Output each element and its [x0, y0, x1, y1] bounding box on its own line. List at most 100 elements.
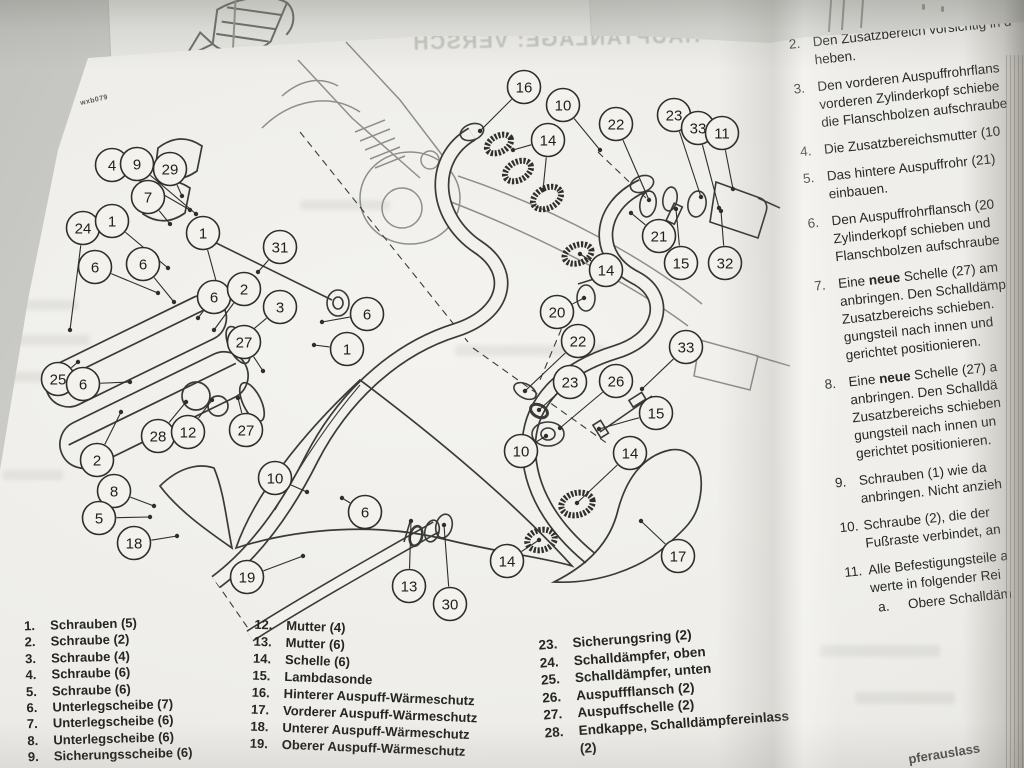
callout-leader-line — [257, 259, 269, 273]
callout-circle — [545, 87, 581, 123]
callout-circle — [391, 568, 427, 604]
legend-item-number: 14. — [252, 650, 272, 667]
legend-item-number: 6. — [26, 700, 38, 716]
callout-leader-line — [724, 150, 734, 190]
callout-leader-line — [675, 208, 680, 246]
callout-leader-line — [263, 555, 304, 572]
callout-leader-line — [576, 464, 618, 504]
leader-end-dot — [75, 359, 81, 365]
callout-number: 14 — [499, 553, 516, 570]
page-edge-line — [827, 0, 833, 33]
showthrough-smudge — [8, 300, 78, 310]
callout-number: 5 — [95, 510, 103, 527]
leader-end-dot — [118, 409, 124, 415]
legend-item-number: 15. — [252, 667, 271, 684]
leader-end-dot — [673, 206, 679, 212]
paper-speck — [941, 6, 944, 12]
legend-item-number: 3. — [24, 650, 37, 667]
callout-leader-line — [622, 139, 650, 201]
leader-end-dot — [596, 426, 602, 432]
construction-lines — [215, 131, 647, 635]
leader-end-dot — [510, 147, 516, 153]
callout-leader-line — [538, 393, 558, 411]
legend-column-middle: 12.Mutter (4)13.Mutter (6)14.Schelle (6)… — [249, 616, 480, 761]
leader-end-dot — [260, 368, 266, 374]
callout-circle — [152, 151, 188, 187]
callout-leader-line — [237, 397, 243, 414]
callout-number: 10 — [267, 470, 284, 487]
callout-circle — [170, 414, 206, 450]
leader-end-dot — [211, 327, 217, 333]
showthrough-smudge — [855, 692, 955, 704]
callout-circle — [704, 115, 740, 151]
callout-number: 1 — [108, 213, 116, 230]
leader-end-dot — [300, 553, 306, 559]
callout-number: 1 — [343, 341, 351, 358]
leader-end-dot — [179, 193, 185, 199]
callout-circle — [229, 559, 265, 595]
leader-end-dot — [698, 194, 704, 200]
callout-number: 11 — [714, 125, 730, 142]
callout-number: 23 — [562, 374, 579, 391]
callout-number: 33 — [678, 339, 695, 356]
legend-item-number: 2. — [24, 634, 36, 650]
legend-item-number: 12. — [254, 616, 273, 633]
callout-leader-line — [559, 391, 603, 429]
callout-leader-line — [253, 356, 264, 372]
callout-circle — [660, 538, 696, 574]
leader-end-dot — [522, 388, 528, 394]
callout-circle — [539, 294, 575, 330]
callout-circle — [612, 435, 648, 471]
leader-end-dot — [557, 425, 563, 431]
leader-end-dot — [147, 514, 153, 520]
callout-leader-line — [479, 98, 513, 132]
callout-number: 6 — [361, 504, 369, 521]
clamp-rings-art — [483, 131, 596, 554]
callout-leader-line — [408, 520, 412, 569]
legend-column-right: 23.Sicherungsring (2)24.Schalldämpfer, o… — [538, 620, 791, 760]
callout-circle — [349, 296, 385, 332]
callout-number: 12 — [180, 424, 197, 441]
callout-leader-line — [290, 484, 308, 493]
callout-circle — [598, 106, 634, 142]
leader-end-dot — [165, 265, 171, 271]
callout-circle — [347, 494, 383, 530]
callout-leader-line — [521, 539, 540, 552]
callout-circle — [94, 203, 130, 239]
leader-end-dot — [581, 295, 587, 301]
callout-leader-line — [701, 144, 720, 209]
callout-leader-line — [104, 411, 122, 445]
callout-circle — [432, 586, 468, 622]
callout-leader-line — [542, 157, 547, 191]
callout-circle — [116, 525, 152, 561]
callout-number: 1 — [199, 225, 207, 242]
legend-item-label: (2) — [579, 739, 597, 756]
callout-number: 17 — [670, 548, 687, 565]
callout-number: 30 — [442, 596, 459, 613]
callout-number: 29 — [162, 161, 179, 178]
callout-circle — [262, 229, 298, 265]
leader-end-dot — [628, 210, 634, 216]
callout-number: 2 — [240, 281, 248, 298]
page-edge-line — [860, 0, 864, 29]
leader-end-dot — [536, 537, 542, 543]
leader-end-dot — [408, 518, 414, 524]
callout-circle — [588, 252, 624, 288]
callout-circle — [262, 289, 298, 325]
callout-leader-line — [313, 344, 330, 348]
callout-number: 14 — [598, 262, 615, 279]
page-edge-line — [840, 0, 846, 31]
callout-leader-line — [573, 118, 601, 151]
callout-number: 22 — [570, 333, 587, 350]
callout-leader-line — [130, 496, 155, 507]
leader-end-dot — [195, 315, 201, 321]
showthrough-smudge — [3, 470, 63, 480]
callout-circle — [641, 218, 677, 254]
leader-end-dot — [543, 433, 549, 439]
callout-number: 33 — [690, 120, 707, 137]
callout-circle — [185, 215, 221, 251]
callout-circle — [668, 329, 704, 365]
showthrough-smudge — [455, 345, 605, 356]
